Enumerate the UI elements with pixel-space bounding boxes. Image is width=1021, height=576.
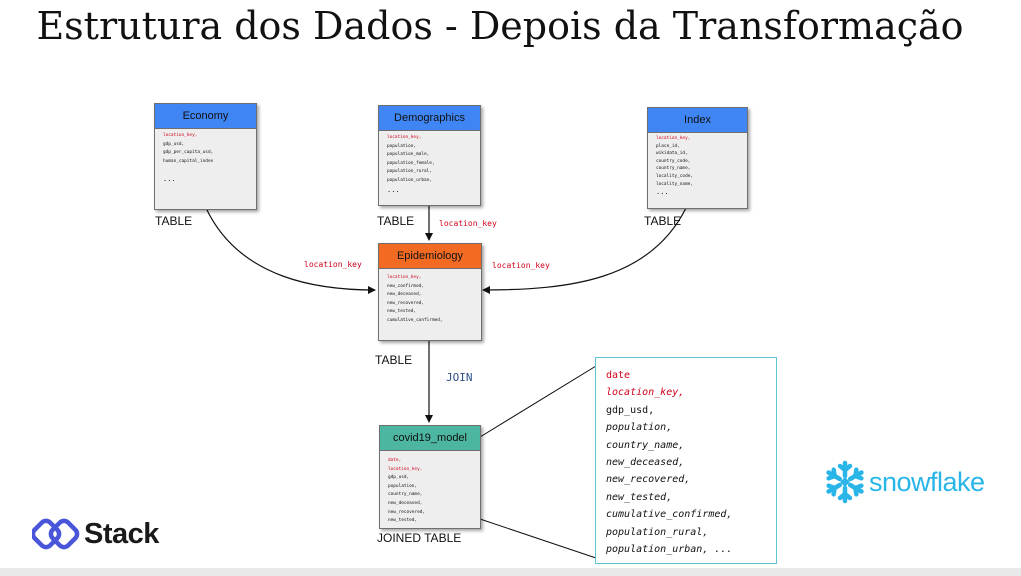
field-item: location_key, [387, 135, 422, 140]
field-item: new_recovered, [388, 509, 426, 515]
edge-index-epidemiology [482, 207, 687, 294]
field-item: gdp_usd, [388, 475, 410, 481]
field-item: population_male, [387, 152, 430, 158]
field-item: location_key, [656, 136, 691, 141]
model-field-item: location_key, [606, 387, 685, 399]
field-item: location_key, [163, 133, 198, 138]
snowflake-logo: snowflake [823, 458, 985, 506]
model-field-item: new_recovered, [606, 474, 691, 486]
caption-index: TABLE [644, 214, 682, 228]
stack-chain-icon [32, 518, 80, 550]
table-covid19-model: covid19_model date, location_key, gdp_us… [379, 425, 481, 529]
field-item: gdp_usd, [163, 141, 185, 147]
model-field-item: new_tested, [606, 491, 673, 503]
field-list-index: location_key, place_id, wikidata_id, cou… [648, 133, 747, 197]
stack-logo: Stack [32, 514, 159, 554]
field-item: place_id, [656, 143, 680, 149]
field-item: population, [388, 483, 418, 489]
callout-line-bottom [479, 518, 597, 559]
field-item: human_capital_index [163, 158, 214, 164]
table-demographics: Demographics location_key, population, p… [378, 105, 481, 206]
edge-label-index: location_key [492, 261, 550, 270]
callout-line-top [479, 365, 597, 438]
stack-logo-text: Stack [84, 517, 159, 550]
field-item: new_tested, [387, 309, 417, 315]
field-item: new_deceased, [387, 292, 422, 298]
field-list-covid19-model: date, location_key, gdp_usd, population,… [380, 451, 480, 526]
model-field-item: date [606, 370, 631, 381]
model-field-item: country_name, [606, 439, 685, 451]
field-item: population_female, [387, 160, 435, 166]
edge-label-demographics: location_key [439, 219, 497, 228]
field-item: wikidata_id, [656, 151, 688, 157]
field-item: ... [656, 188, 669, 197]
edge-economy-epidemiology [205, 207, 376, 294]
model-field-item: population_urban, ... [606, 544, 733, 556]
field-item: locality_code, [656, 173, 694, 179]
field-list-demographics: location_key, population, population_mal… [379, 131, 480, 194]
slide-title: Estrutura dos Dados - Depois da Transfor… [36, 4, 964, 48]
model-field-item: population_rural, [606, 526, 709, 538]
table-economy: Economy location_key, gdp_usd, gdp_per_c… [154, 103, 257, 210]
model-field-item: cumulative_confirmed, [606, 509, 733, 521]
field-item: new_recovered, [387, 300, 425, 306]
caption-economy: TABLE [155, 214, 193, 228]
table-header-economy: Economy [155, 104, 256, 129]
model-field-item: new_deceased, [606, 457, 685, 469]
table-epidemiology: Epidemiology location_key, new_confirmed… [378, 243, 482, 341]
field-item: population_rural, [387, 169, 432, 175]
edge-label-economy: location_key [304, 260, 362, 269]
edge-label-join: JOIN [446, 371, 473, 384]
field-item: country_code, [656, 158, 691, 164]
caption-demographics: TABLE [377, 214, 415, 228]
field-item: new_confirmed, [387, 283, 425, 289]
field-item: country_name, [388, 492, 423, 498]
field-item: country_name, [656, 166, 691, 172]
field-item: gdp_per_capita_usd, [163, 150, 214, 156]
bottom-strip [0, 568, 1021, 576]
table-header-index: Index [648, 108, 747, 133]
field-item: population, [387, 143, 417, 149]
caption-epidemiology: TABLE [375, 353, 413, 367]
field-item: ... [163, 174, 176, 183]
table-header-covid19-model: covid19_model [380, 426, 480, 451]
snowflake-icon [826, 460, 864, 504]
field-item: location_key, [388, 466, 423, 472]
table-header-demographics: Demographics [379, 106, 480, 131]
field-item: new_deceased, [388, 500, 423, 506]
table-header-epidemiology: Epidemiology [379, 244, 481, 269]
field-item: cumulative_confirmed, [387, 317, 443, 323]
table-index: Index location_key, place_id, wikidata_i… [647, 107, 748, 209]
field-item: location_key, [387, 275, 422, 280]
field-item [163, 166, 256, 175]
model-fields-list: date location_key, gdp_usd, population, … [596, 358, 776, 558]
field-list-epidemiology: location_key, new_confirmed, new_decease… [379, 269, 481, 326]
field-item: ... [387, 185, 400, 194]
model-fields-callout: date location_key, gdp_usd, population, … [595, 357, 777, 564]
field-item: date, [388, 458, 402, 463]
caption-covid19-model: JOINED TABLE [377, 531, 462, 545]
field-item: population_urban, [387, 177, 432, 183]
model-field-item: gdp_usd, [606, 404, 655, 416]
snowflake-logo-text: snowflake [869, 466, 985, 497]
model-field-item: population, [606, 422, 673, 434]
field-item: locality_name, [656, 181, 694, 187]
field-item: new_tested, [388, 518, 418, 524]
field-list-economy: location_key, gdp_usd, gdp_per_capita_us… [155, 129, 256, 184]
